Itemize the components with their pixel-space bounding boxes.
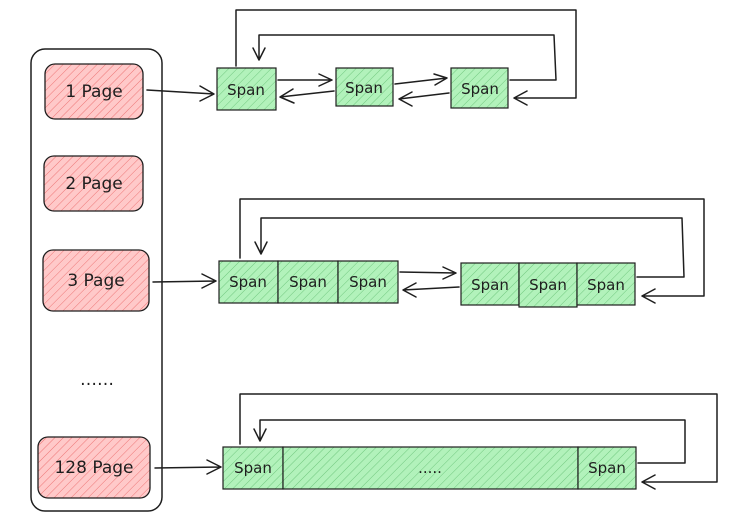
span-node: Span	[216, 67, 277, 111]
span-label: Span	[345, 79, 383, 97]
page-label-1: 1 Page	[65, 82, 122, 102]
page-ellipsis: ……	[80, 370, 114, 390]
span-list-row-1: Span Span Span	[216, 67, 509, 111]
span-label: Span	[289, 273, 327, 291]
prev-link-arrow	[402, 282, 460, 298]
tail-to-head-link	[253, 419, 686, 464]
prev-link-arrow	[398, 91, 450, 107]
page-box-1: 1 Page	[44, 63, 144, 120]
head-to-tail-link	[239, 393, 718, 490]
span-node: Span ..... Span	[222, 446, 637, 490]
span-node: Span	[335, 67, 394, 107]
page-label-3: 3 Page	[67, 271, 124, 291]
tail-to-head-link	[254, 217, 685, 278]
page-3-pointer-arrow	[152, 273, 217, 289]
head-to-tail-link	[235, 9, 577, 106]
span-label: Span	[587, 276, 625, 294]
page-box-2: 2 Page	[43, 155, 144, 212]
span-list-row-2: Span Span Span Span Span Span	[218, 260, 636, 308]
head-to-tail-link	[239, 198, 705, 304]
span-label: Span	[349, 273, 387, 291]
page-label-128: 128 Page	[54, 458, 133, 478]
page-box-3: 3 Page	[42, 249, 150, 312]
span-label: Span	[471, 276, 509, 294]
span-label: Span	[229, 273, 267, 291]
page-128-pointer-arrow	[154, 459, 222, 475]
page-list-container	[30, 48, 163, 512]
span-label: Span	[461, 80, 499, 98]
span-label: Span	[588, 459, 626, 477]
tail-to-head-link	[252, 34, 557, 81]
page-box-128: 128 Page	[37, 436, 151, 499]
next-link-arrow	[394, 73, 448, 86]
span-node: Span Span Span	[460, 262, 636, 308]
span-node: Span Span Span	[218, 260, 399, 304]
next-link-arrow	[277, 73, 333, 87]
span-label: Span	[529, 276, 567, 294]
page-label-2: 2 Page	[65, 174, 122, 194]
next-link-arrow	[399, 266, 457, 280]
span-node: Span	[450, 67, 509, 109]
page-1-pointer-arrow	[146, 85, 215, 102]
span-label: Span	[234, 459, 272, 477]
prev-link-arrow	[279, 88, 335, 104]
span-list-row-3: Span ..... Span	[222, 446, 637, 490]
span-ellipsis: .....	[418, 459, 442, 477]
span-label: Span	[227, 81, 265, 99]
